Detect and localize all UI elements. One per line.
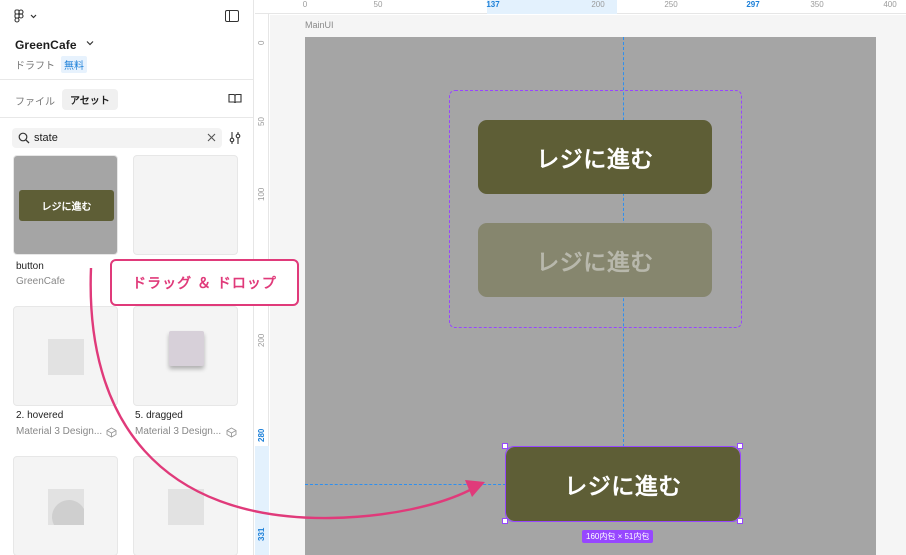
drag-and-drop-label: ドラッグ ＆ ドロップ xyxy=(110,259,299,306)
ruler-tick: 50 xyxy=(257,117,266,126)
search-icon xyxy=(18,132,30,144)
resize-handle[interactable] xyxy=(737,518,743,524)
figma-menu-icon[interactable] xyxy=(14,9,40,27)
asset-thumbnail-blank[interactable] xyxy=(133,155,238,255)
ruler-tick: 400 xyxy=(883,0,897,9)
asset-thumbnail-dragged[interactable] xyxy=(133,306,238,406)
divider xyxy=(0,117,253,118)
toggle-sidebar-icon[interactable] xyxy=(225,10,239,22)
component-library-icon xyxy=(226,427,237,438)
checkout-button-disabled[interactable]: レジに進む xyxy=(478,223,712,297)
size-badge: 160内包 × 51内包 xyxy=(582,530,654,543)
asset-thumbnail-shape[interactable] xyxy=(13,456,118,555)
plan-badge[interactable]: 無料 xyxy=(61,56,87,73)
asset-thumbnail-hovered[interactable] xyxy=(13,306,118,406)
ruler-tick: 50 xyxy=(373,0,383,9)
tab-file[interactable]: ファイル xyxy=(15,97,55,108)
thumbnail-button-preview: レジに進む xyxy=(19,190,114,221)
ruler-tick-selected: 331 xyxy=(257,527,266,541)
asset-title: 5. dragged xyxy=(135,410,183,421)
component-set-outline[interactable] xyxy=(449,90,742,328)
component-library-icon xyxy=(106,427,117,438)
chevron-down-icon[interactable] xyxy=(86,39,94,47)
asset-search[interactable] xyxy=(12,128,222,148)
tab-assets[interactable]: アセット xyxy=(62,89,118,110)
resize-handle[interactable] xyxy=(737,443,743,449)
frame-label[interactable]: MainUI xyxy=(305,20,334,30)
resize-handle[interactable] xyxy=(502,518,508,524)
checkout-button-default[interactable]: レジに進む xyxy=(478,120,712,194)
search-input[interactable] xyxy=(34,130,194,146)
thumbnail-card-preview xyxy=(169,331,204,366)
ruler-tick: 0 xyxy=(257,40,266,45)
file-name[interactable]: GreenCafe xyxy=(15,38,77,52)
ruler-tick: 0 xyxy=(302,0,308,9)
asset-library: GreenCafe xyxy=(16,276,65,287)
ruler-tick: 200 xyxy=(257,333,266,347)
ruler-selection-highlight xyxy=(487,0,617,14)
ruler-horizontal: 0 50 137 200 250 297 350 400 xyxy=(255,0,906,14)
checkout-button-instance[interactable]: レジに進む xyxy=(506,447,740,521)
thumbnail-shape-preview xyxy=(48,489,84,525)
asset-title: button xyxy=(16,261,44,272)
filter-settings-icon[interactable] xyxy=(228,131,242,145)
asset-title: 2. hovered xyxy=(16,410,64,421)
asset-library: Material 3 Design... xyxy=(135,426,222,437)
library-book-icon[interactable] xyxy=(228,93,242,104)
ruler-tick: 250 xyxy=(664,0,678,9)
asset-thumbnail-button[interactable]: レジに進む xyxy=(13,155,118,255)
ruler-tick-selected: 280 xyxy=(257,428,266,442)
ruler-tick: 200 xyxy=(591,0,605,9)
asset-thumbnail-square[interactable] xyxy=(133,456,238,555)
divider xyxy=(0,79,253,80)
asset-library: Material 3 Design... xyxy=(16,426,103,437)
ruler-tick-selected: 137 xyxy=(486,0,500,9)
thumbnail-square-preview xyxy=(48,339,84,375)
close-icon[interactable] xyxy=(206,132,217,143)
ruler-tick: 350 xyxy=(810,0,824,9)
smart-guide-horizontal xyxy=(305,484,506,485)
draft-label: ドラフト xyxy=(15,61,55,72)
resize-handle[interactable] xyxy=(502,443,508,449)
thumbnail-square-preview xyxy=(168,489,204,525)
ruler-tick-selected: 297 xyxy=(746,0,760,9)
ruler-tick: 100 xyxy=(257,187,266,201)
